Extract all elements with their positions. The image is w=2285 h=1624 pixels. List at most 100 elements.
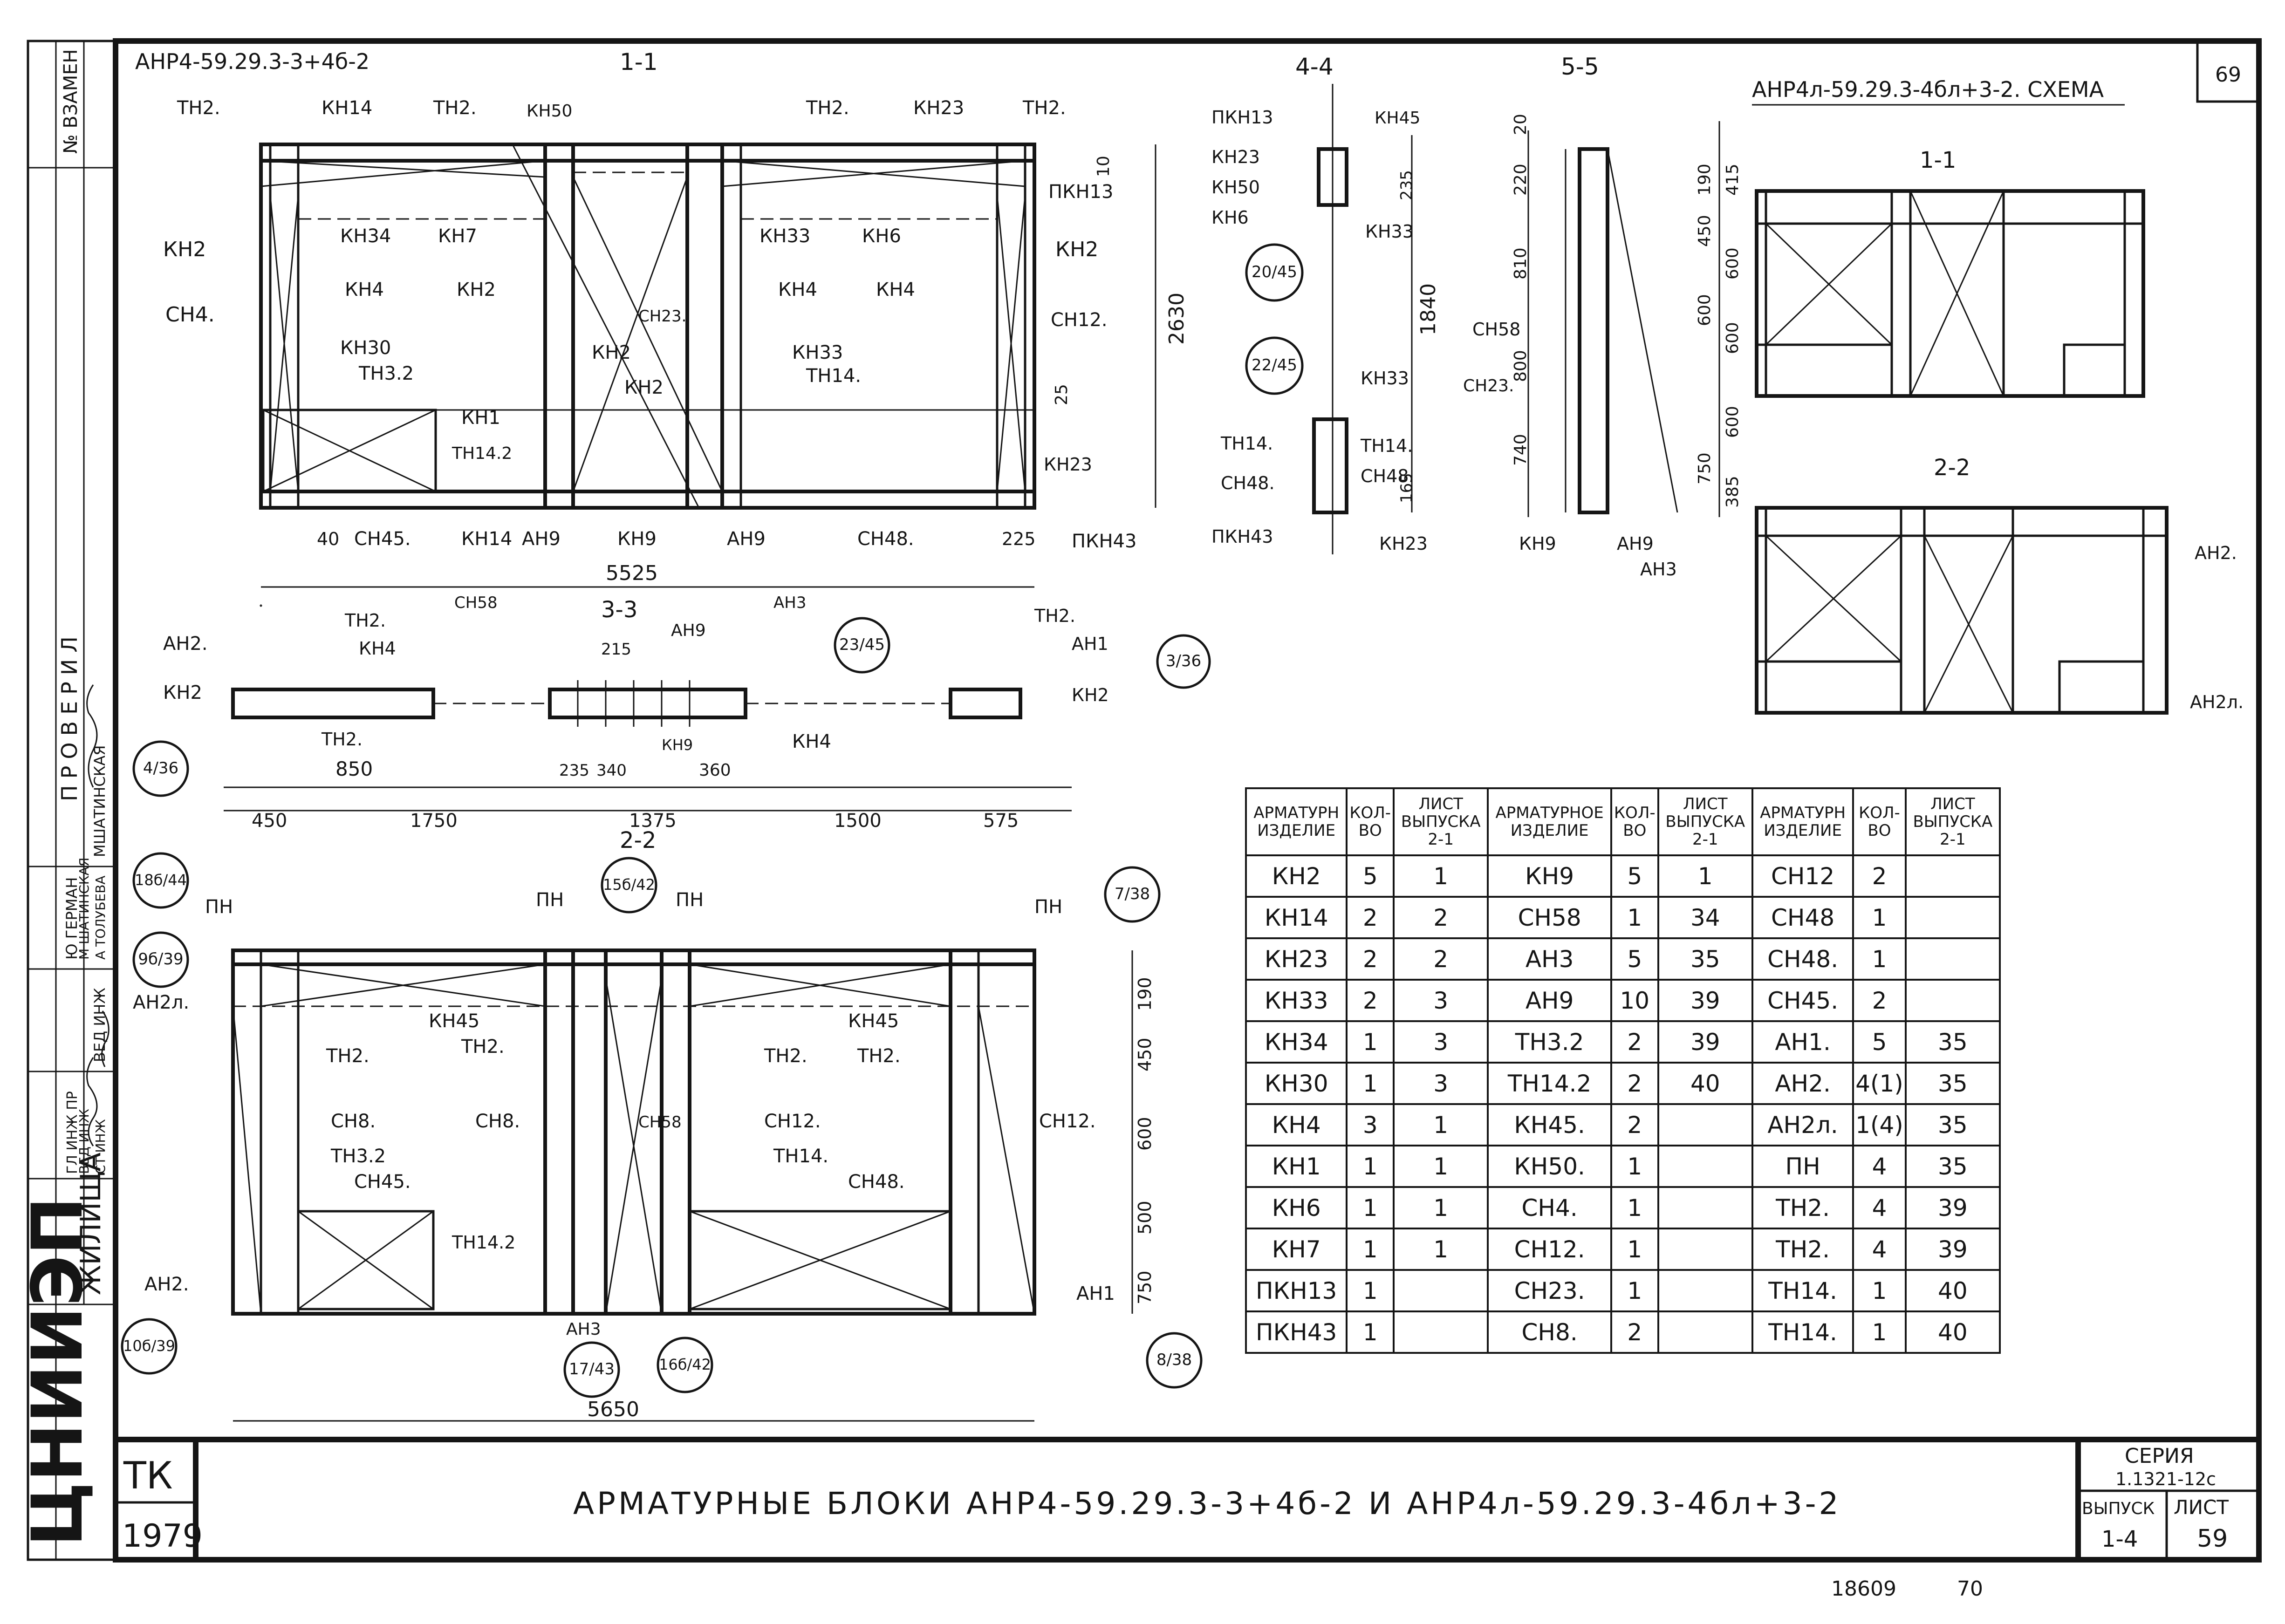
table-cell: 2 [1346, 979, 1395, 1022]
callout-9b-39: 9б/39 [138, 950, 183, 969]
table-cell: 1 [1346, 1228, 1395, 1271]
table-cell: 1 [1393, 1186, 1489, 1229]
dim-800: 800 [1511, 350, 1530, 382]
dim-10-a: 10 [1094, 156, 1113, 177]
dim-450-v: 450 [1135, 1037, 1155, 1071]
lbl-th32-2: ТН3.2 [330, 1146, 386, 1167]
elevation-2-2: 5650 190 450 600 500 750 ПН ПН ПН ПН АН2… [133, 889, 1155, 1422]
table-cell: ПН [1751, 1145, 1854, 1188]
lbl-an9-4: АН9 [1617, 533, 1654, 554]
lbl-an2l-2: АН2л. [2190, 692, 2244, 712]
table-cell: 2 [1852, 979, 1907, 1022]
table-cell: 1 [1610, 1145, 1659, 1188]
lbl-kn4-3: КН4 [876, 279, 915, 300]
stamp-org-big: ЦНИИЭП [17, 1197, 98, 1547]
table-cell: ТН2. [1751, 1186, 1854, 1229]
lbl-kn30: КН30 [340, 337, 391, 359]
dim-235: 235 [559, 761, 589, 780]
table-cell [1657, 1310, 1753, 1354]
table-cell: 1 [1346, 1269, 1395, 1312]
table-cell: 2 [1393, 937, 1489, 981]
table-cell: 3 [1393, 1062, 1489, 1105]
col-header: КОЛ-ВО [1346, 787, 1395, 856]
lbl-th142-1: ТН14.2 [452, 444, 512, 463]
dim-500: 500 [1135, 1201, 1155, 1235]
dim-220: 220 [1511, 164, 1530, 196]
table-cell: 1(4) [1852, 1103, 1907, 1146]
callout-17-43: 17/43 [569, 1360, 615, 1378]
table-cell [1657, 1145, 1753, 1188]
lbl-th2-5: ТН2. [344, 610, 386, 631]
lbl-th2-3: ТН2. [806, 97, 849, 119]
table-cell [1657, 1228, 1753, 1271]
table-cell: 1 [1346, 1145, 1395, 1188]
lbl-an2l-1: АН2л. [133, 992, 189, 1013]
table-cell: 40 [1904, 1269, 2001, 1312]
lbl-an2-2: АН2. [144, 1274, 189, 1295]
dim-600-a: 600 [1135, 1117, 1155, 1151]
table-cell: 4 [1852, 1228, 1907, 1271]
table-cell: КН23 [1245, 937, 1348, 981]
lbl-kn4-1: КН4 [345, 279, 384, 300]
table-cell: 1 [1346, 1186, 1395, 1229]
lbl-an3-3: АН3 [1640, 559, 1677, 580]
table-cell: 34 [1657, 896, 1753, 939]
table-cell: 35 [1657, 937, 1753, 981]
dim-810: 810 [1511, 247, 1530, 280]
col-header: АРМАТУРНОЕ ИЗДЕЛИЕ [1487, 787, 1612, 856]
lbl-pn-4: ПН [1034, 896, 1062, 918]
lbl-kn14-2: КН14 [461, 528, 512, 550]
dim-385: 385 [1723, 476, 1742, 508]
table-cell: 2 [1610, 1062, 1659, 1105]
table-cell: 39 [1657, 1020, 1753, 1064]
lbl-pkn13: ПКН13 [1048, 181, 1113, 203]
footer-page: 70 [1957, 1577, 1983, 1601]
col-header: АРМАТУРН ИЗДЕЛИЕ [1245, 787, 1348, 856]
lbl-an9-3: АН9 [671, 621, 706, 640]
table-cell: КН4 [1245, 1103, 1348, 1146]
section-label-1-1: 1-1 [620, 48, 658, 75]
lbl-kn45-3: КН45 [1375, 109, 1420, 128]
block-a-code: АНР4-59.29.3-3+4б-2 [135, 49, 369, 74]
table-cell: 1 [1346, 1310, 1395, 1354]
lbl-pn-1: ПН [205, 896, 233, 918]
page-number: 69 [2215, 63, 2241, 87]
dim-1840: 1840 [1416, 283, 1440, 335]
lbl-kn33-3: КН33 [1365, 221, 1414, 242]
callout-18b-44: 18б/44 [135, 871, 187, 889]
table-cell: ТН2. [1751, 1228, 1854, 1271]
callout-15b-42: 15б/42 [603, 876, 655, 894]
stamp-name-2: Ю ГЕРМАН [63, 877, 81, 960]
table-cell: 2 [1346, 896, 1395, 939]
table-cell: АН9 [1487, 979, 1612, 1022]
table-cell: 40 [1904, 1310, 2001, 1354]
table-cell: 4(1) [1852, 1062, 1907, 1105]
table-cell: 1 [1852, 1310, 1907, 1354]
table-cell: АН1. [1751, 1020, 1854, 1064]
lbl-th2-8: ТН2. [461, 1036, 505, 1058]
lbl-kn34: КН34 [340, 225, 391, 247]
lbl-an2-3: АН2. [2195, 543, 2237, 563]
table-cell: СН4. [1487, 1186, 1612, 1229]
dim-600-d: 600 [1723, 322, 1742, 354]
dim-340: 340 [596, 761, 627, 780]
table-cell: 39 [1904, 1228, 2001, 1271]
dim-415: 415 [1723, 164, 1742, 196]
lbl-sn12-1: СН12. [1051, 309, 1108, 331]
table-cell: КН50. [1487, 1145, 1612, 1188]
lbl-sn23-1: СН23. [638, 307, 686, 326]
lbl-kn9-3: КН9 [1519, 533, 1556, 554]
table-cell: СН48 [1751, 896, 1854, 939]
dim-360: 360 [699, 761, 731, 780]
lbl-th2-7: ТН2. [1034, 606, 1075, 626]
dim-750-b: 750 [1695, 452, 1714, 484]
stamp-role-4: СТ ИНЖ [93, 1119, 108, 1174]
table-cell: 35 [1904, 1062, 2001, 1105]
dim-450-b: 450 [1695, 215, 1714, 247]
